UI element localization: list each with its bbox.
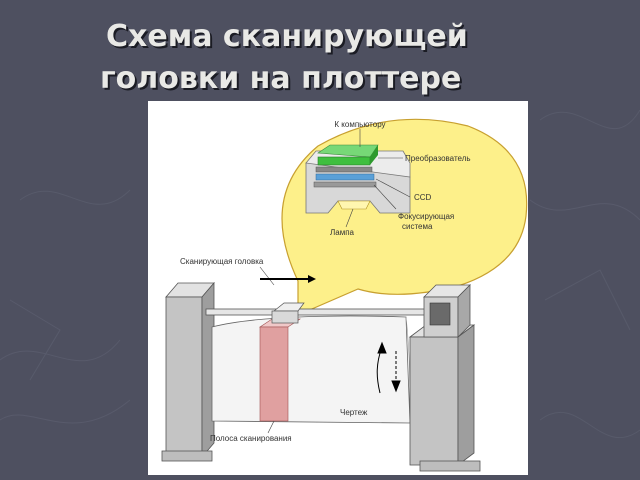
label-lamp: Лампа bbox=[330, 228, 355, 237]
scan-head bbox=[271, 302, 305, 324]
movement-arrow bbox=[260, 275, 316, 283]
plotter-left-stand bbox=[161, 281, 215, 462]
paper-feed-arrows bbox=[376, 341, 401, 394]
label-drawing: Чертеж bbox=[340, 408, 368, 417]
slide-title-line-1: Схема сканирующей bbox=[106, 19, 468, 54]
label-scan-strip: Полоса сканирования bbox=[210, 434, 292, 443]
label-ccd: CCD bbox=[414, 193, 432, 202]
ccd-strip bbox=[315, 173, 375, 181]
plotter-rail bbox=[205, 308, 439, 316]
converter-block bbox=[317, 144, 379, 166]
label-converter: Преобразователь bbox=[405, 154, 471, 163]
scan-strip bbox=[259, 318, 301, 422]
drawing-paper bbox=[211, 315, 411, 424]
scan-head-detail: К компьютору Преобразователь CCD Фокусир… bbox=[305, 120, 471, 237]
label-focusing-system: Фокусирующая bbox=[398, 212, 454, 221]
plotter-right-stand bbox=[408, 284, 481, 472]
control-screen bbox=[429, 302, 451, 326]
label-to-computer: К компьютору bbox=[334, 120, 385, 129]
slide-title-line-2: головки на плоттере bbox=[100, 61, 462, 96]
label-focusing-system-2: система bbox=[402, 222, 433, 231]
label-scan-head: Сканирующая головка bbox=[180, 257, 264, 266]
lamp-shape bbox=[337, 200, 371, 210]
scanner-diagram: К компьютору Преобразователь CCD Фокусир… bbox=[148, 101, 528, 475]
